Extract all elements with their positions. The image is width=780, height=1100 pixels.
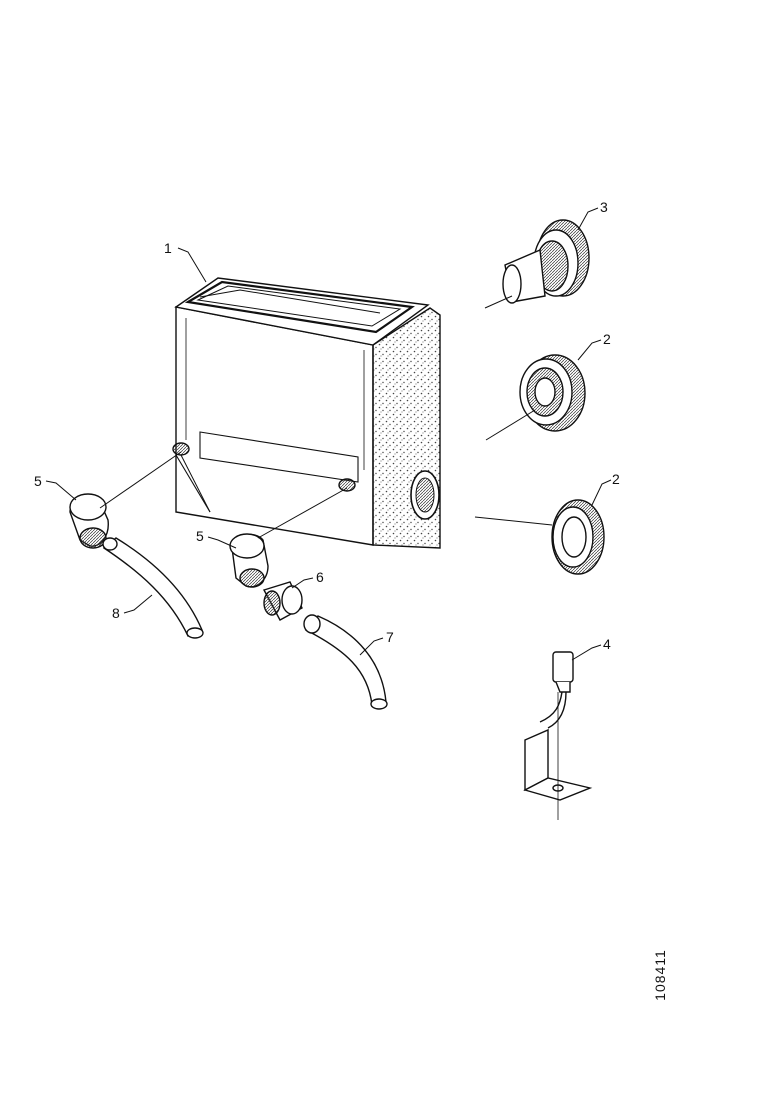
leader-1 (177, 247, 207, 283)
grommet-upper-part (485, 354, 586, 441)
elbow-left-part (69, 493, 109, 549)
callout-2-upper: 2 (603, 331, 611, 347)
leader-6 (291, 577, 314, 589)
drawing-reference-number: 108411 (652, 949, 668, 1001)
callout-5-mid: 5 (196, 528, 204, 544)
leader-8 (123, 594, 153, 614)
callout-4: 4 (603, 636, 611, 652)
leader-5-mid (207, 536, 237, 549)
callout-3: 3 (600, 199, 608, 215)
hose-right-part (303, 614, 388, 710)
callout-8: 8 (112, 605, 120, 621)
callout-5-left: 5 (34, 473, 42, 489)
callout-leaders (45, 207, 612, 661)
grommet-lower-part (474, 499, 605, 575)
callout-7: 7 (386, 629, 394, 645)
connect-line-elbow-left (99, 451, 182, 509)
elbow-mid-part (229, 533, 269, 588)
sensor-bracket-part (523, 651, 593, 820)
hose-left-part (102, 537, 204, 639)
sleeve-part (484, 219, 590, 309)
leader-7 (359, 637, 384, 656)
drawing-reference: 108411 (640, 945, 680, 1005)
connection-lines (99, 451, 348, 539)
callout-2-lower: 2 (612, 471, 620, 487)
leader-4 (571, 644, 602, 661)
leader-2-upper (577, 339, 602, 361)
drain-box-part (172, 277, 441, 549)
leader-2-lower (591, 479, 612, 506)
callout-6: 6 (316, 569, 324, 585)
adapter-part (262, 581, 303, 621)
leader-3 (577, 207, 599, 231)
leader-5-left (45, 480, 77, 501)
callout-1: 1 (164, 240, 172, 256)
connect-line-elbow-mid (257, 487, 348, 539)
connect-line-box-diagonal (180, 454, 211, 513)
